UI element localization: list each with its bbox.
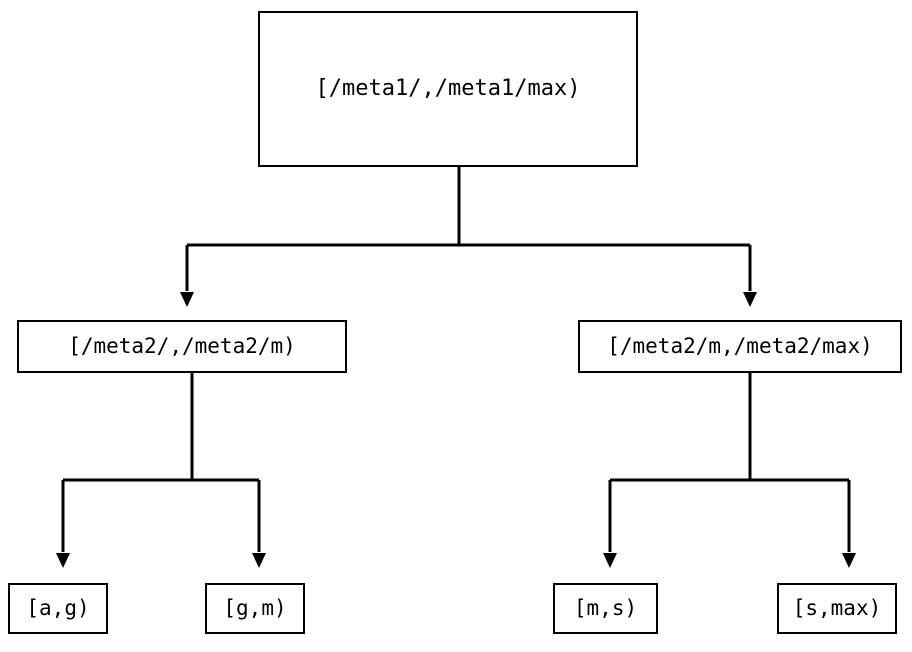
node-leaf-a-g-label: [a,g): [26, 596, 90, 620]
node-leaf-g-m[interactable]: [g,m): [205, 583, 305, 634]
edge-mid-left-to-leaves-group: [56, 373, 266, 568]
edge-mid-right-to-leaves-group: [603, 373, 856, 568]
node-root[interactable]: [/meta1/,/meta1/max): [258, 11, 638, 167]
node-mid-left[interactable]: [/meta2/,/meta2/m): [17, 320, 347, 373]
edge-root-to-mid-group: [180, 167, 757, 307]
arrowhead-to-leaf-ms: [603, 553, 617, 568]
node-leaf-m-s-label: [m,s): [573, 596, 638, 620]
node-leaf-s-max-label: [s,max): [792, 596, 882, 620]
node-root-label: [/meta1/,/meta1/max): [315, 76, 581, 101]
arrowhead-to-leaf-smax: [842, 553, 856, 568]
node-leaf-a-g[interactable]: [a,g): [8, 583, 108, 634]
node-leaf-m-s[interactable]: [m,s): [553, 583, 658, 634]
arrowhead-to-mid-right: [743, 292, 757, 307]
arrowhead-to-leaf-gm: [252, 553, 266, 568]
arrowhead-to-leaf-ag: [56, 553, 70, 568]
node-leaf-g-m-label: [g,m): [223, 596, 287, 620]
node-mid-right[interactable]: [/meta2/m,/meta2/max): [578, 320, 902, 373]
node-mid-left-label: [/meta2/,/meta2/m): [68, 334, 296, 358]
node-leaf-s-max[interactable]: [s,max): [777, 583, 897, 634]
arrowhead-to-mid-left: [180, 292, 194, 307]
node-mid-right-label: [/meta2/m,/meta2/max): [607, 334, 873, 358]
